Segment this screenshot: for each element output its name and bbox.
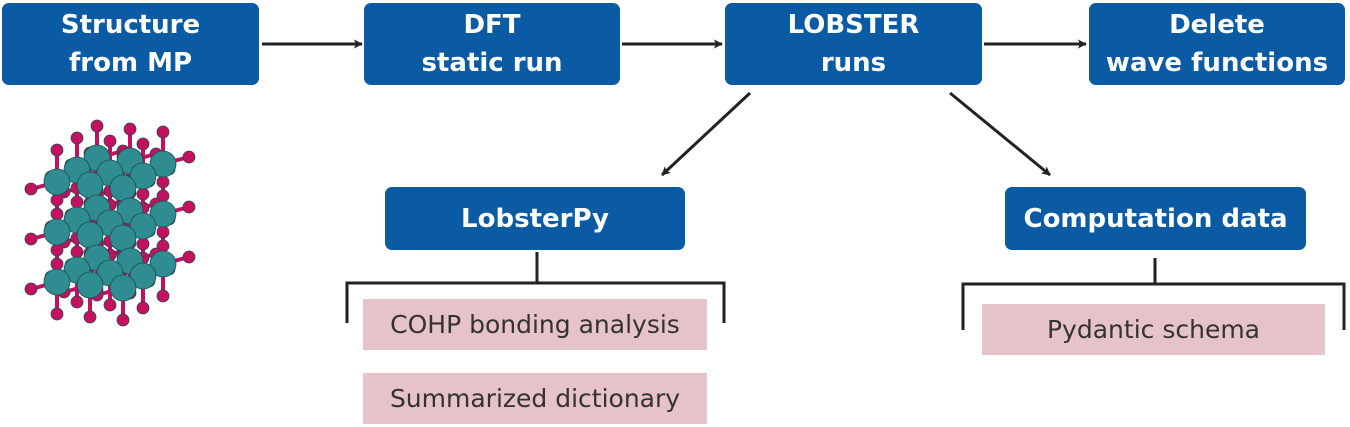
halide-atom: [156, 289, 170, 303]
structure-from-mp-box: Structure from MP: [2, 3, 259, 85]
bracket-computation: [961, 258, 1346, 330]
halide-atom: [136, 187, 150, 201]
halide-atom: [156, 175, 170, 189]
lobster-runs-box: LOBSTER runs: [725, 3, 982, 85]
halide-atom: [50, 207, 64, 221]
cohp-bonding-analysis-tag: COHP bonding analysis: [363, 299, 707, 350]
metal-atom: [149, 150, 177, 178]
halide-atom: [156, 225, 170, 239]
metal-atom: [109, 274, 137, 302]
halide-atom: [156, 125, 170, 139]
metal-atom: [149, 250, 177, 278]
metal-atom: [129, 262, 157, 290]
halide-atom: [24, 282, 38, 296]
dft-box-line2: static run: [421, 48, 563, 78]
halide-atom: [50, 307, 64, 321]
metal-atom: [76, 271, 104, 299]
metal-atom: [43, 268, 71, 296]
schema-label: Pydantic schema: [1046, 315, 1260, 344]
halide-atom: [70, 295, 84, 309]
halide-atom: [24, 182, 38, 196]
halide-atom: [70, 195, 84, 209]
halide-atom: [70, 131, 84, 145]
delete-box-line2: wave functions: [1105, 48, 1329, 78]
metal-atom: [129, 212, 157, 240]
metal-atom: [149, 200, 177, 228]
metal-atom: [76, 221, 104, 249]
lobster-box-line1: LOBSTER: [787, 10, 920, 40]
halide-atom: [50, 143, 64, 157]
structure-box-line1: Structure: [60, 10, 201, 40]
crystal-structure-icon: [24, 119, 196, 327]
halide-atom: [136, 301, 150, 315]
cohp-label: COHP bonding analysis: [390, 310, 680, 339]
metal-atom: [76, 171, 104, 199]
halide-atom: [90, 119, 104, 133]
bracket-lobsterpy: [345, 252, 726, 323]
halide-atom: [123, 122, 137, 136]
lobster-box-line2: runs: [820, 48, 887, 78]
metal-atom: [43, 168, 71, 196]
delete-box-line1: Delete: [1169, 10, 1265, 40]
delete-wave-functions-box: Delete wave functions: [1089, 3, 1345, 85]
halide-atom: [136, 237, 150, 251]
metal-atom: [43, 218, 71, 246]
lobsterpy-box: LobsterPy: [385, 187, 685, 250]
computation-data-box: Computation data: [1005, 187, 1306, 250]
computation-data-label: Computation data: [1023, 203, 1288, 234]
structure-box-line2: from MP: [68, 48, 193, 78]
summary-label: Summarized dictionary: [389, 384, 681, 413]
metal-atom: [129, 162, 157, 190]
dft-box-line1: DFT: [463, 10, 521, 40]
halide-atom: [182, 150, 196, 164]
halide-atom: [182, 200, 196, 214]
halide-atom: [103, 298, 117, 312]
halide-atom: [83, 310, 97, 324]
metal-atom: [109, 174, 137, 202]
metal-atom: [109, 224, 137, 252]
halide-atom: [50, 243, 64, 257]
arrow-lobster-to-lobsterpy: [660, 91, 752, 177]
arrow-lobster-to-computation: [949, 91, 1051, 177]
halide-atom: [24, 232, 38, 246]
lobsterpy-label: LobsterPy: [461, 203, 609, 234]
summarized-dictionary-tag: Summarized dictionary: [363, 373, 707, 424]
halide-atom: [116, 313, 130, 327]
halide-atom: [182, 250, 196, 264]
halide-atom: [103, 134, 117, 148]
halide-atom: [136, 137, 150, 151]
dft-static-run-box: DFT static run: [364, 3, 620, 85]
halide-atom: [50, 193, 64, 207]
halide-atom: [70, 245, 84, 259]
halide-atom: [50, 257, 64, 271]
pydantic-schema-tag: Pydantic schema: [982, 304, 1325, 355]
